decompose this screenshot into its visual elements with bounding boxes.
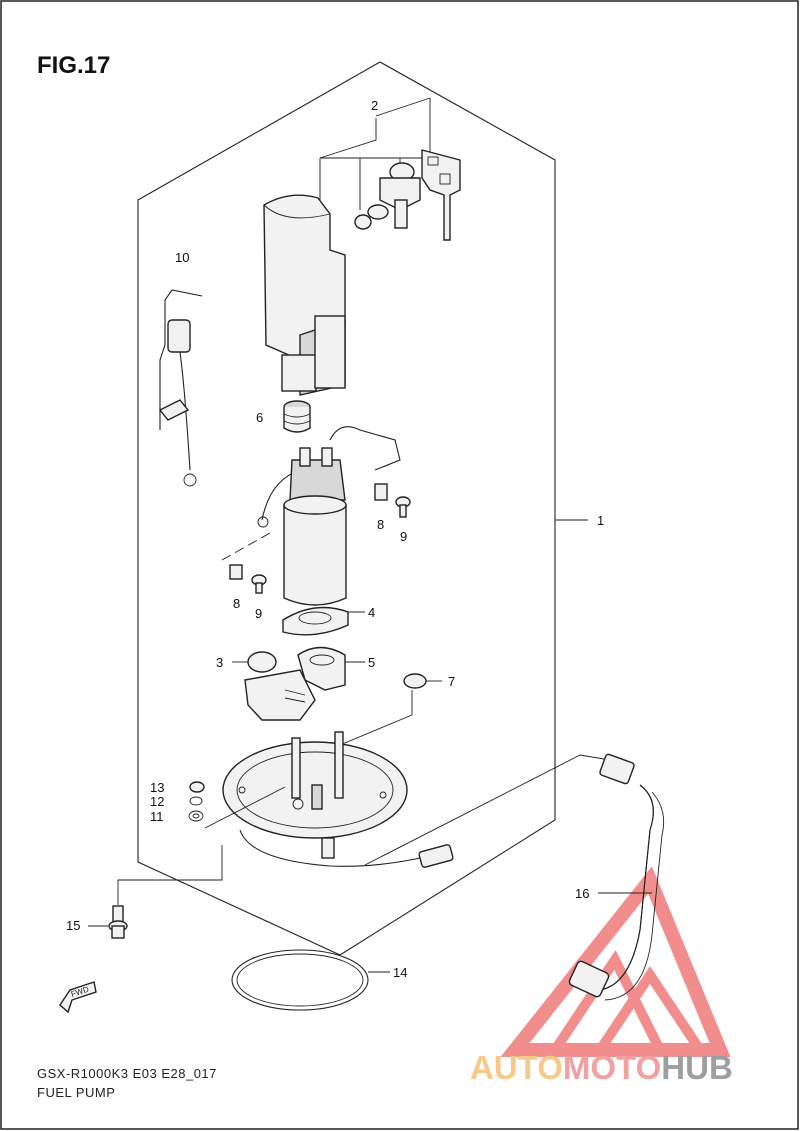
o-ring-7 — [403, 673, 427, 689]
fuel-filter-3 — [232, 651, 316, 721]
watermark-text: AUTOMOTOHUB — [470, 1049, 733, 1086]
watermark-part-2: MOTO — [563, 1049, 661, 1086]
pump-holder-4 — [282, 606, 365, 636]
harness-upper — [329, 426, 401, 471]
callout-6: 6 — [256, 410, 263, 425]
callout-13: 13 — [150, 780, 164, 795]
callout-9-left: 9 — [255, 606, 262, 621]
fwd-arrow-icon: FWD — [59, 981, 97, 1014]
callout-10: 10 — [175, 250, 189, 265]
callout-9-right: 9 — [400, 529, 407, 544]
watermark-logo — [500, 866, 731, 1057]
screw-9-left — [251, 574, 267, 594]
callout-1: 1 — [597, 513, 604, 528]
wire-clip — [421, 149, 461, 241]
bracket-8-left — [229, 564, 243, 580]
pump-housing-upper — [263, 194, 346, 396]
fuel-pump-motor — [283, 447, 347, 606]
callout-5: 5 — [368, 655, 375, 670]
screw-9-right — [395, 496, 411, 518]
pump-clip-5 — [297, 646, 365, 691]
bolt-15 — [108, 905, 128, 939]
model-code: GSX-R1000K3 E03 E28_017 — [37, 1066, 217, 1081]
nut-13 — [189, 781, 205, 793]
callout-11: 11 — [150, 809, 164, 824]
washer-12 — [189, 796, 203, 806]
watermark-part-3: HUB — [661, 1049, 733, 1086]
callout-14: 14 — [393, 965, 407, 980]
figure-title: FIG.17 — [37, 52, 110, 79]
callout-4: 4 — [368, 605, 375, 620]
bracket-8-right — [374, 483, 388, 501]
callout-15: 15 — [66, 918, 80, 933]
callout-2: 2 — [371, 98, 378, 113]
callout-8-right: 8 — [377, 517, 384, 532]
pump-damper — [283, 400, 311, 433]
pump-base-plate — [222, 731, 454, 868]
washer-11 — [188, 810, 204, 822]
pressure-regulator — [354, 162, 421, 230]
callout-16: 16 — [575, 886, 589, 901]
fuel-level-gauge — [158, 289, 203, 487]
callout-7: 7 — [448, 674, 455, 689]
callout-8-left: 8 — [233, 596, 240, 611]
gasket-14 — [231, 949, 369, 1011]
callout-3: 3 — [216, 655, 223, 670]
fuel-hose-16 — [364, 753, 665, 1001]
assembly-outline — [137, 61, 556, 956]
watermark-part-1: AUTO — [470, 1049, 563, 1086]
figure-name: FUEL PUMP — [37, 1085, 115, 1100]
callout-12: 12 — [150, 794, 164, 809]
